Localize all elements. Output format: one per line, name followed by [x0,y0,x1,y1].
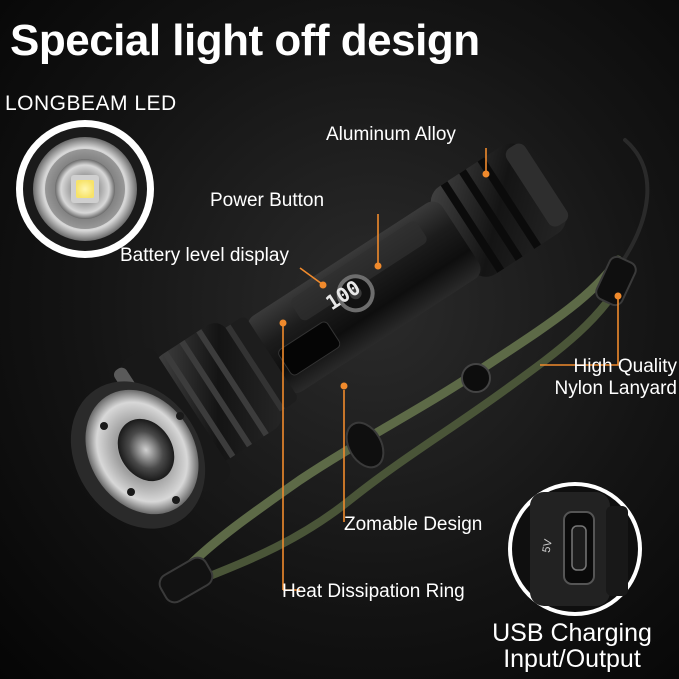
callout-zoom: Zomable Design [344,514,483,535]
callout-lanyard-line2: Nylon Lanyard [554,378,677,399]
lanyard-end-tip [158,556,214,604]
callout-battery-level: Battery level display [120,245,289,266]
usb-port-closeup-icon [512,486,638,612]
usb-label-line2: Input/Output [503,645,641,673]
usb-voltage-mark: 5V [540,538,555,554]
usb-label: USB Charging Input/Output [470,620,674,672]
callout-lanyard: High Quality Nylon Lanyard [520,356,677,400]
usb-inset: 5V [508,482,642,616]
led-inset [16,120,154,258]
leader-lines [282,148,619,591]
usb-label-line1: USB Charging [492,619,652,647]
lanyard [185,138,650,582]
led-closeup-icon [23,127,147,251]
headline: Special light off design [10,16,480,65]
flashlight-lens [70,381,206,529]
lanyard-stopper [345,421,385,469]
callout-lanyard-line1: High Quality [573,356,678,377]
lanyard-top-clip [595,255,637,307]
lanyard-bead [461,363,491,393]
callout-aluminum-alloy: Aluminum Alloy [326,124,456,145]
callout-heat-ring: Heat Dissipation Ring [282,581,465,602]
callout-power-button: Power Button [210,190,325,211]
leader-dots [279,170,622,390]
led-label: LONGBEAM LED [5,92,177,115]
